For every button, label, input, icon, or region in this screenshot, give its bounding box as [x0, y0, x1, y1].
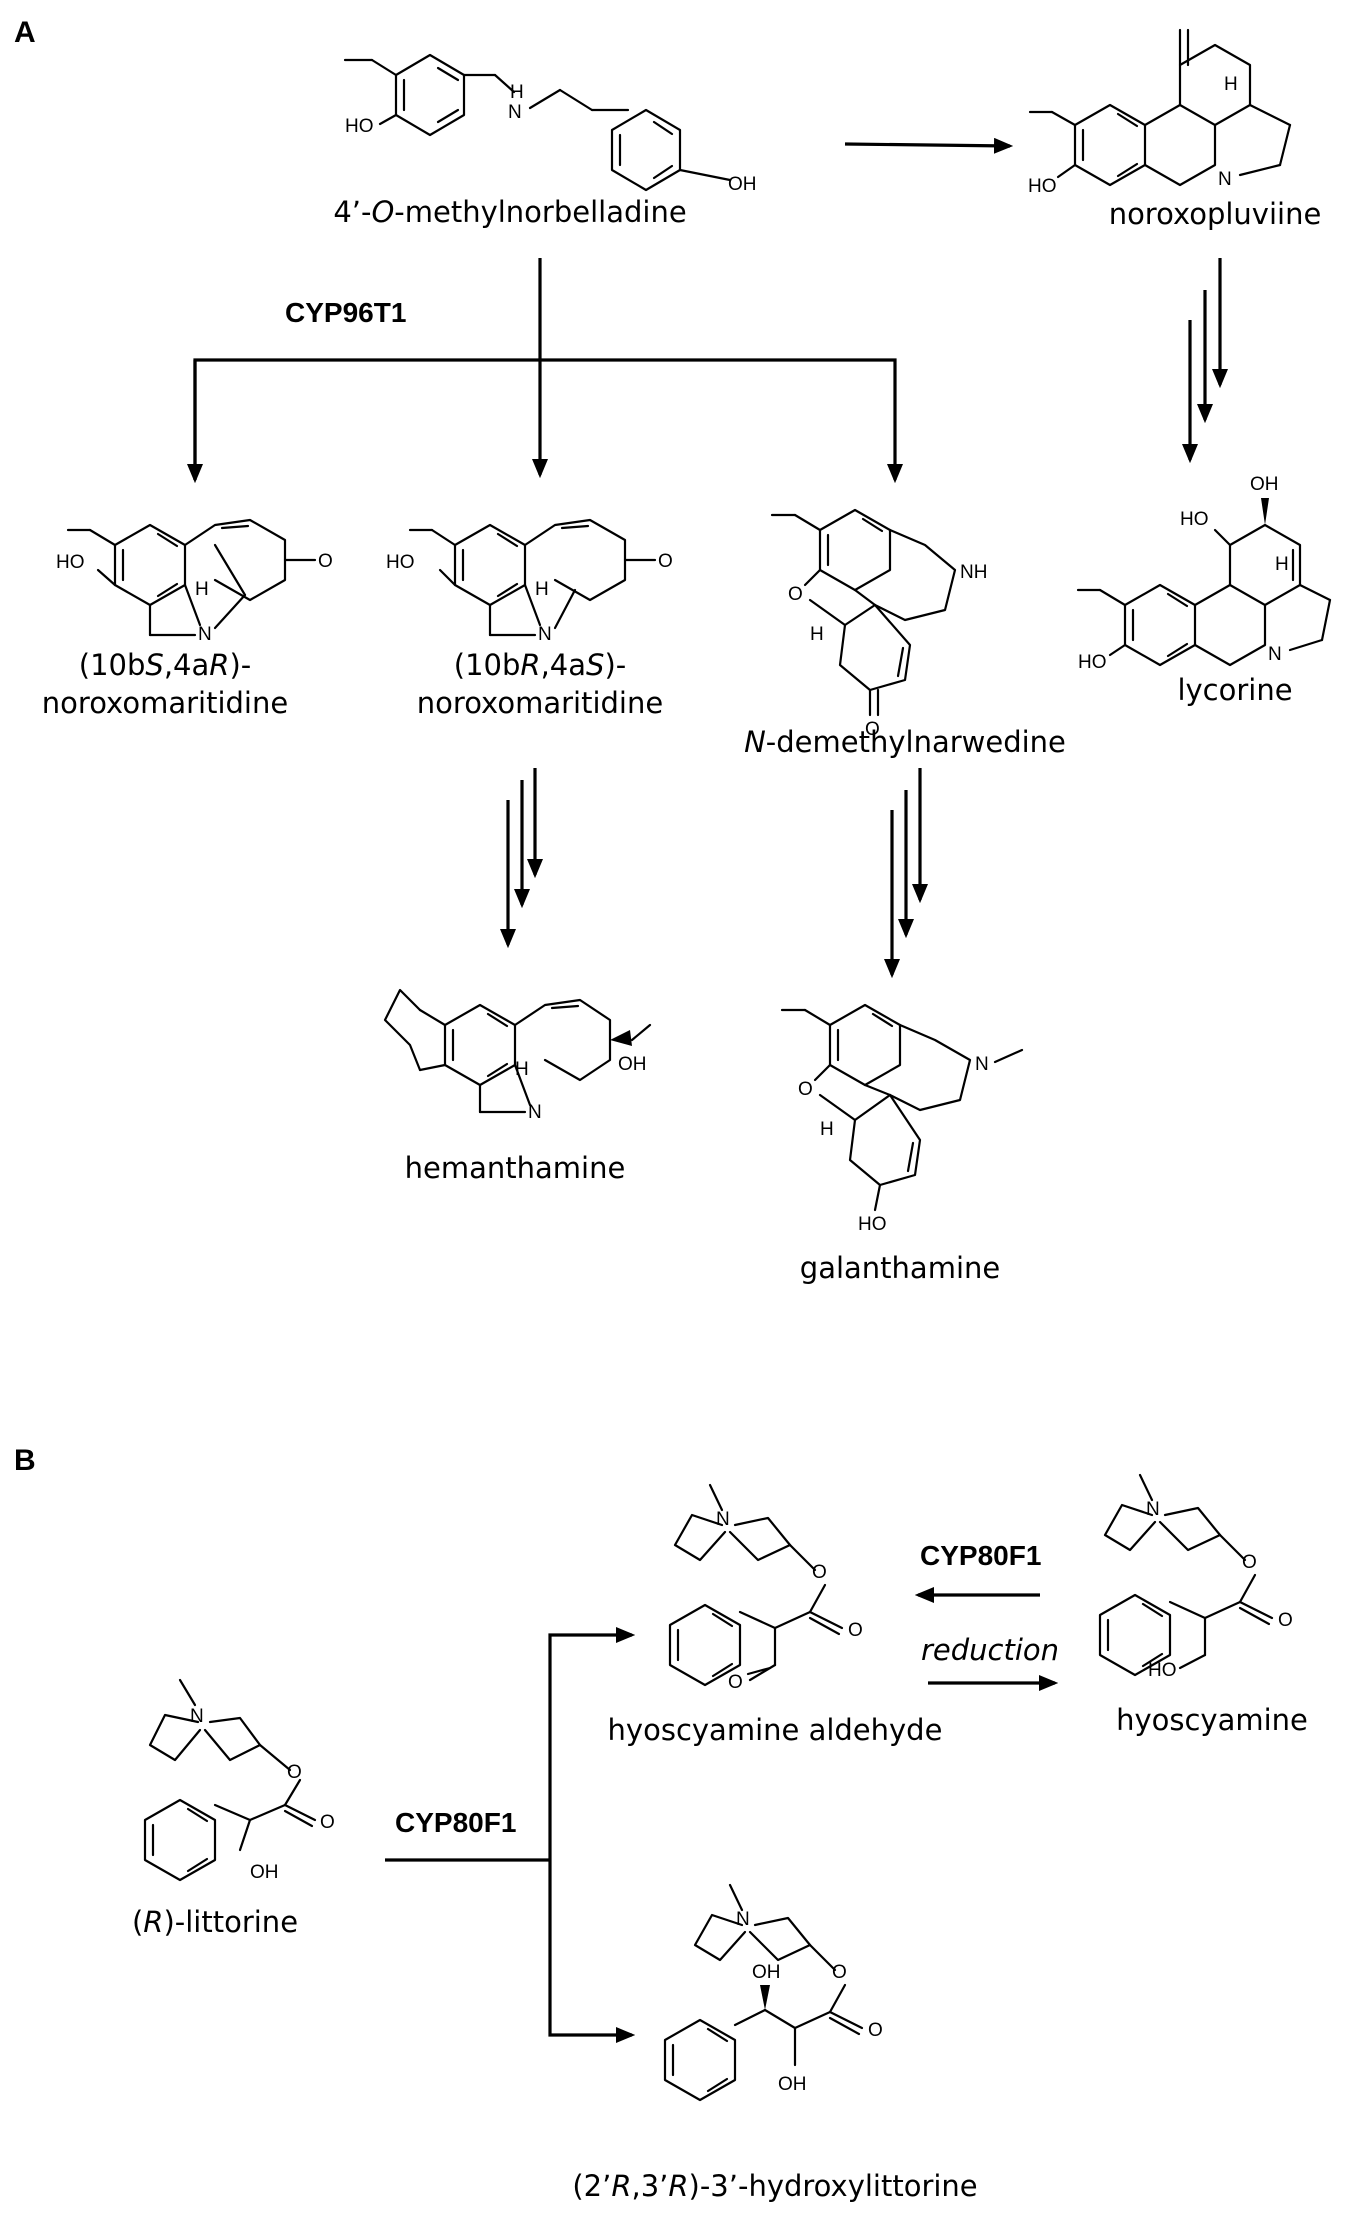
atom-label: O — [320, 1812, 335, 1833]
multistep-arrow — [500, 768, 543, 949]
compound-label-demethylnarwedine: N-demethylnarwedine — [744, 725, 1066, 759]
atom-label: O — [812, 1562, 827, 1583]
atom-label: H — [1275, 554, 1289, 575]
compound-label-methylnorbelladine: 4’-O-methylnorbelladine — [333, 195, 686, 229]
atom-label: H — [1224, 74, 1238, 95]
atom-label: H — [195, 579, 209, 600]
noroxomaritidine-rs-structure: HO O N H — [386, 518, 673, 645]
atom-label: H — [810, 624, 824, 645]
atom-label: HO — [1180, 509, 1209, 530]
atom-label: O — [287, 1762, 302, 1783]
demethylnarwedine-structure: O NH O H — [770, 508, 987, 740]
reaction-label-reduction: reduction — [921, 1633, 1059, 1667]
hyoscyamine-aldehyde-structure: N O O O — [668, 1483, 863, 1693]
branch-arrows-cyp80f1 — [385, 1627, 636, 2043]
atom-label: O — [728, 1672, 743, 1693]
atom-label: N — [528, 1102, 542, 1123]
atom-label: O — [658, 551, 673, 572]
atom-label: O — [865, 719, 880, 740]
atom-label: N — [1146, 1499, 1160, 1520]
compound-label-littorine: (R)-littorine — [132, 1905, 298, 1939]
atom-label: N — [508, 102, 522, 123]
enzyme-label-cyp80f1: CYP80F1 — [395, 1807, 516, 1838]
compound-label-noroxomaritidine-sr-line2: noroxomaritidine — [42, 686, 288, 720]
noroxomaritidine-sr-structure: HO O N H — [56, 518, 333, 645]
atom-label: HO — [386, 552, 415, 573]
atom-label: O — [318, 551, 333, 572]
atom-label: O — [788, 584, 803, 605]
atom-label: O — [1278, 1610, 1293, 1631]
atom-label: N — [190, 1706, 204, 1727]
littorine-structure: N O O OH — [143, 1678, 335, 1883]
compound-label-hyoscyamine-aldehyde: hyoscyamine aldehyde — [608, 1713, 943, 1747]
atom-label: HO — [858, 1214, 887, 1235]
compound-label-hydroxylittorine: (2’R,3’R)-3’-hydroxylittorine — [572, 2169, 977, 2203]
atom-label: O — [1242, 1552, 1257, 1573]
atom-label: O — [832, 1962, 847, 1983]
branch-arrows-cyp96t1 — [187, 258, 903, 484]
atom-label: OH — [752, 1962, 781, 1983]
compound-label-galanthamine: galanthamine — [800, 1251, 1000, 1285]
hyoscyamine-structure: N O O HO — [1098, 1473, 1293, 1681]
atom-label: H — [510, 82, 524, 103]
atom-label: N — [538, 624, 552, 645]
reaction-arrow — [844, 137, 1014, 154]
atom-label: HO — [1078, 652, 1107, 673]
atom-label: OH — [1250, 474, 1279, 495]
multistep-arrow — [1182, 258, 1228, 464]
atom-label: H — [515, 1059, 529, 1080]
enzyme-label-cyp80f1-reverse: CYP80F1 — [920, 1540, 1041, 1571]
atom-label: H — [535, 579, 549, 600]
compound-label-hyoscyamine: hyoscyamine — [1116, 1703, 1308, 1737]
atom-label: O — [848, 1620, 863, 1641]
atom-label: HO — [1148, 1660, 1177, 1681]
panel-b-label: B — [14, 1444, 36, 1477]
compound-label-noroxopluviine: noroxopluviine — [1109, 197, 1322, 231]
atom-label: OH — [250, 1862, 279, 1883]
hydroxylittorine-structure: N O O OH OH — [663, 1883, 883, 2102]
panel-a-label: A — [14, 16, 36, 49]
compound-label-noroxomaritidine-sr-line1: (10bS,4aR)- — [79, 648, 251, 682]
atom-label: NH — [960, 562, 987, 583]
compound-label-noroxomaritidine-rs-line1: (10bR,4aS)- — [454, 648, 626, 682]
galanthamine-structure: O N HO H — [780, 1003, 1024, 1235]
atom-label: N — [198, 624, 212, 645]
lycorine-structure: HO N H HO OH — [1076, 474, 1332, 673]
hemanthamine-structure: OH N H — [383, 988, 652, 1123]
compound-label-noroxomaritidine-rs-line2: noroxomaritidine — [417, 686, 663, 720]
atom-label: HO — [1028, 176, 1057, 197]
methylnorbelladine-structure: HO H N OH — [343, 53, 757, 195]
multistep-arrow — [884, 768, 928, 979]
atom-label: N — [1268, 644, 1282, 665]
noroxopluviine-structure: HO N H — [1028, 28, 1292, 197]
atom-label: HO — [345, 116, 374, 137]
atom-label: OH — [618, 1054, 647, 1075]
enzyme-label-cyp96t1: CYP96T1 — [285, 297, 406, 328]
atom-label: N — [975, 1054, 989, 1075]
atom-label: O — [798, 1079, 813, 1100]
compound-label-lycorine: lycorine — [1177, 673, 1292, 707]
atom-label: N — [1218, 169, 1232, 190]
compound-label-hemanthamine: hemanthamine — [405, 1151, 626, 1185]
atom-label: H — [820, 1119, 834, 1140]
atom-label: N — [736, 1909, 750, 1930]
atom-label: O — [868, 2020, 883, 2041]
atom-label: N — [716, 1509, 730, 1530]
atom-label: OH — [778, 2074, 807, 2095]
atom-label: OH — [728, 174, 757, 195]
atom-label: HO — [56, 552, 85, 573]
